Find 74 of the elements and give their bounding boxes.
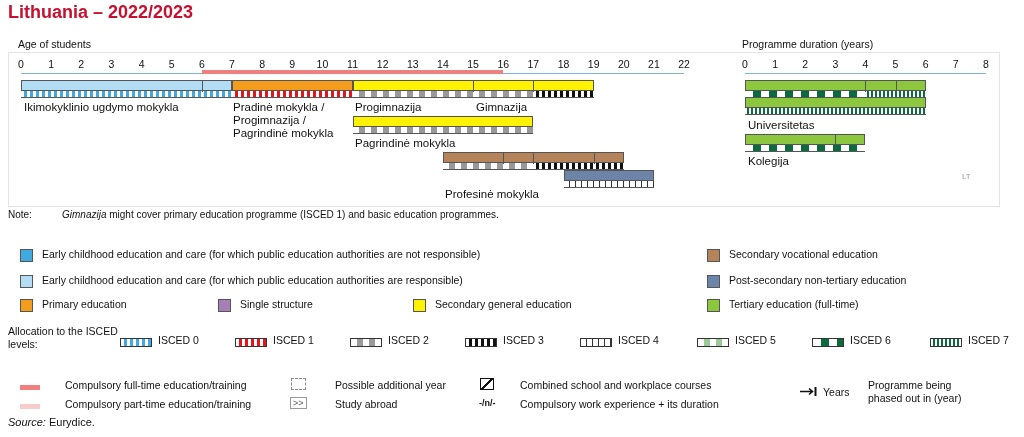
tick-label: 14	[438, 58, 447, 70]
legend-text: ISCED 4	[618, 334, 659, 346]
legend-text: Early childhood education and care (for which public education authorities are not responsible)	[42, 248, 481, 260]
legend-text: ISCED 0	[158, 334, 199, 346]
legend-text: Single structure	[240, 298, 313, 310]
tick-label: 7	[951, 58, 960, 70]
isced-heading: Allocation to the ISCED levels:	[8, 325, 118, 351]
tick-label: 7	[228, 58, 236, 70]
tick-label: 13	[408, 58, 417, 70]
tick-label: 3	[107, 58, 116, 70]
tick-label: 22	[680, 58, 689, 70]
legend-text: Early childhood education and care (for which public education authorities are responsible)	[42, 274, 463, 286]
legend-text: ISCED 1	[273, 334, 314, 346]
legend-text: Possible additional year	[335, 379, 446, 391]
legend-text: Compulsory work experience + its duration	[520, 398, 719, 410]
tick-label: 1	[771, 58, 779, 70]
tick-label: 8	[258, 58, 267, 70]
axis-title: Age of students	[18, 38, 91, 50]
tick-label: 1	[47, 58, 56, 70]
note-text: Gimnazija might cover primary education programme (ISCED 1) and basic education programmes.	[62, 209, 499, 220]
legend-text: Programme being phased out in (year)	[868, 379, 963, 405]
tick-label: 12	[378, 58, 387, 70]
axis-title: Programme duration (years)	[742, 38, 874, 50]
programme-name: Kolegija	[748, 155, 789, 167]
tick-label: 0	[17, 58, 25, 70]
programme-name: Universitetas	[748, 119, 815, 131]
caption: Source: Eurydice.	[8, 416, 95, 428]
tick-label: 5	[891, 58, 900, 70]
legend-text: Compulsory full-time education/training	[65, 379, 247, 391]
legend-text: Secondary vocational education	[729, 248, 878, 260]
legend-text: Compulsory part-time education/training	[65, 398, 252, 410]
legend-text: Tertiary education (full-time)	[729, 298, 859, 310]
tick-label: 20	[619, 58, 628, 70]
tick-label: 5	[167, 58, 176, 70]
tick-label: 17	[529, 58, 538, 70]
title: Lithuania – 2022/2023	[8, 2, 194, 23]
programme-name: Gimnazija	[476, 101, 528, 113]
legend-text: Post-secondary non-tertiary education	[729, 274, 907, 286]
legend-text: ISCED 7	[968, 334, 1009, 346]
programme-name: Pagrindinė mokykla	[355, 137, 456, 149]
tick-label: 9	[288, 58, 297, 70]
tick-label: 15	[469, 58, 478, 70]
tick-label: 19	[589, 58, 598, 70]
tick-label: 2	[801, 58, 810, 70]
tick-label: 6	[197, 58, 206, 70]
tick-label: 3	[831, 58, 840, 70]
tick-label: 0	[741, 58, 749, 70]
programme-name: Ikimokyklinio ugdymo mokykla	[24, 101, 179, 113]
tick-label: 6	[921, 58, 930, 70]
tick-label: 4	[861, 58, 870, 70]
legend-text: Combined school and workplace courses	[520, 379, 712, 391]
legend-text: ISCED 3	[503, 334, 544, 346]
legend-text: Study abroad	[335, 398, 398, 410]
tick-label: 18	[559, 58, 568, 70]
legend-text: Secondary general education	[435, 298, 572, 310]
tick-label: 10	[318, 58, 327, 70]
country-code: LT	[962, 172, 971, 181]
legend-text: ISCED 2	[388, 334, 429, 346]
legend-text: Primary education	[42, 298, 127, 310]
programme-name: Profesinė mokykla	[445, 188, 539, 200]
tick-label: 21	[649, 58, 658, 70]
tick-label: 2	[77, 58, 86, 70]
tick-label: 16	[499, 58, 508, 70]
programme-name: Progimnazija	[355, 101, 422, 113]
tick-label: 4	[137, 58, 146, 70]
legend-sample: -/n/-	[479, 398, 496, 408]
legend-text: ISCED 6	[850, 334, 891, 346]
note-label: Note:	[8, 209, 32, 220]
tick-label: 8	[981, 58, 990, 70]
legend-text: ISCED 5	[735, 334, 776, 346]
legend-text: Years	[823, 386, 850, 398]
programme-name: Pradinė mokykla / Progimnazija / Pagrindinė mokykla	[233, 101, 335, 140]
tick-label: 11	[348, 58, 357, 70]
legend-sample: >>	[290, 397, 307, 409]
